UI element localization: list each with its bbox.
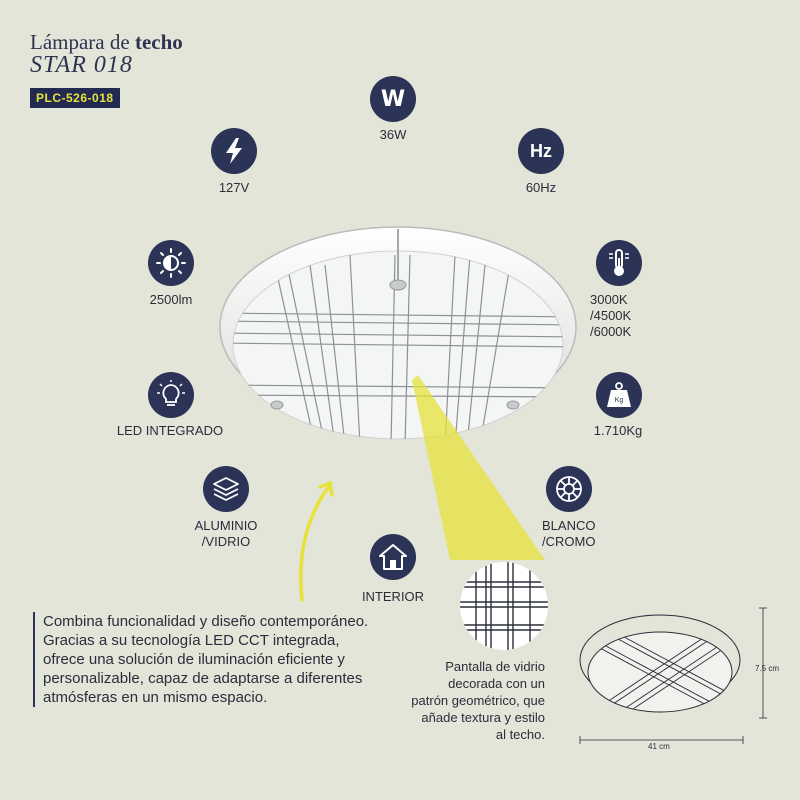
svg-text:Kg: Kg [615, 397, 624, 404]
product-code-badge: PLC-526-018 [30, 88, 120, 108]
layers-icon [203, 466, 249, 512]
watt-icon: W [370, 76, 416, 122]
lamp-illustration [219, 226, 577, 440]
material-label: ALUMINIO /VIDRIO [194, 518, 258, 549]
color-temp-label: 3000K /4500K /6000K [590, 292, 632, 339]
product-description: Combina funcionalidad y diseño contempor… [33, 612, 383, 707]
finish-icon [546, 466, 592, 512]
width-dimension: 41 cm [648, 742, 670, 751]
weight-label: 1.710Kg [593, 423, 643, 438]
product-title: Lámpara de techo [30, 30, 183, 54]
dimension-drawing [579, 607, 767, 744]
voltage-label: 127V [218, 180, 250, 195]
led-label: LED INTEGRADO [116, 423, 224, 438]
usage-label: INTERIOR [361, 589, 425, 604]
glass-note: Pantalla de vidrio decorada con un patró… [411, 659, 545, 742]
power-label: 36W [379, 127, 407, 142]
finish-label: BLANCO /CROMO [542, 518, 596, 549]
brightness-icon [148, 240, 194, 286]
house-icon [370, 534, 416, 580]
thermometer-icon [596, 240, 642, 286]
lightning-bolt-icon [211, 128, 257, 174]
frequency-label: 60Hz [525, 180, 557, 195]
arrow-icon [298, 480, 334, 602]
glass-pattern-detail [460, 562, 548, 650]
lumens-label: 2500lm [149, 292, 193, 307]
product-model: STAR 018 [30, 52, 133, 78]
light-beam [412, 375, 545, 560]
height-dimension: 7.5 cm [755, 664, 780, 673]
hertz-icon: Hz [518, 128, 564, 174]
weight-icon: Kg [596, 372, 642, 418]
light-bulb-icon [148, 372, 194, 418]
